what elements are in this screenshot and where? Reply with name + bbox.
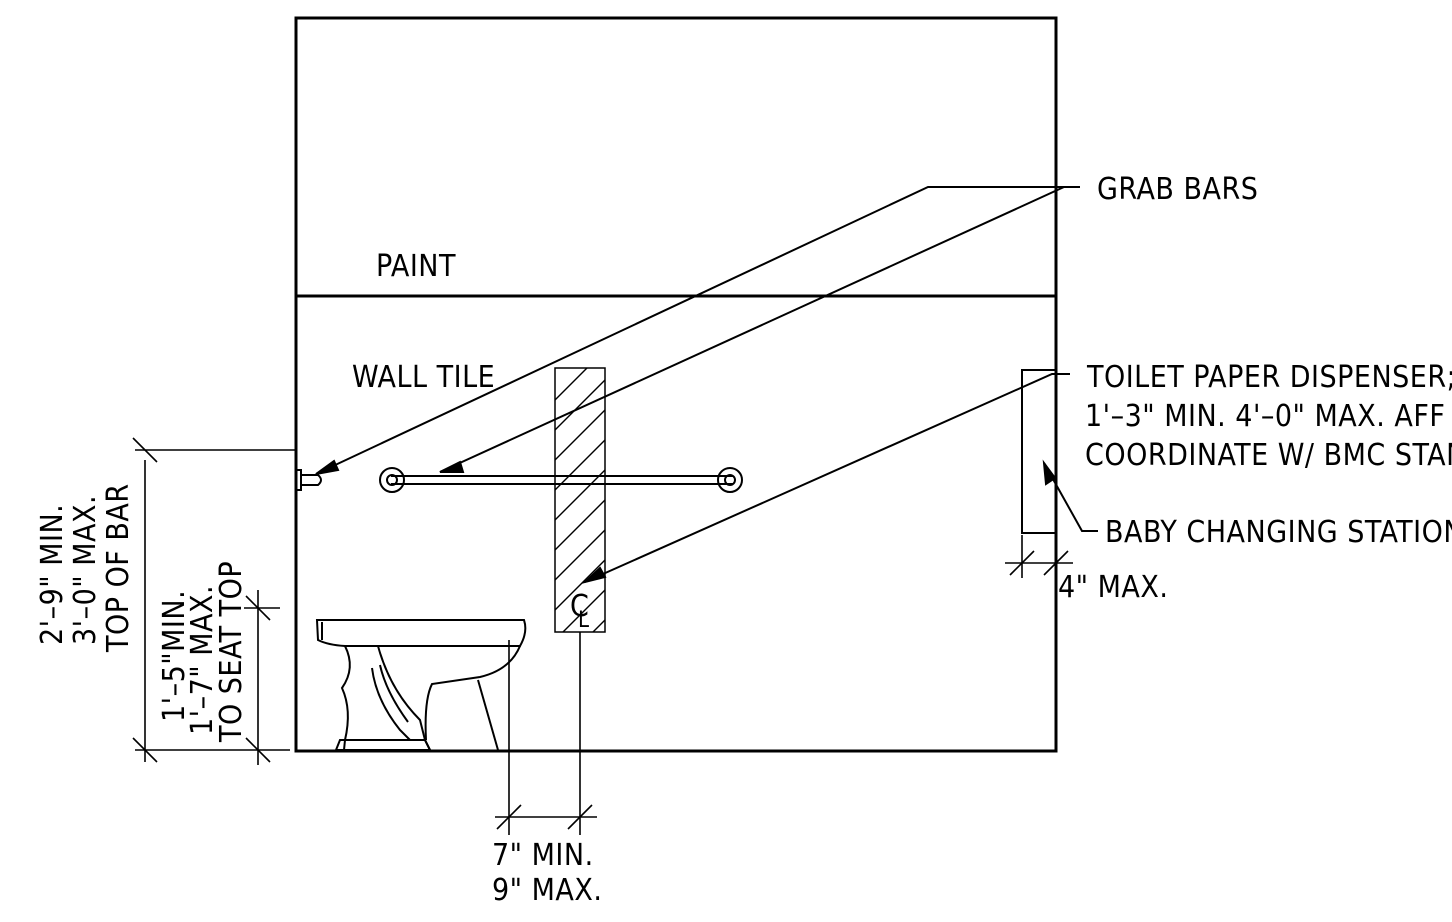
leader-lines <box>315 186 1098 584</box>
dimension-lines <box>132 437 1073 835</box>
bar-height-min: 2'–9" MIN. <box>35 504 70 645</box>
seat-height-min: 1'–5"MIN. <box>157 590 192 722</box>
centerline-symbol: C <box>570 589 589 624</box>
tp-dispenser-line1: TOILET PAPER DISPENSER; <box>1086 360 1452 395</box>
station-offset-max: 4" MAX. <box>1058 570 1168 605</box>
paint-label: PAINT <box>376 249 456 284</box>
tp-dispenser-line3: COORDINATE W/ BMC STANDARDS <box>1085 438 1452 473</box>
offset-max: 9" MAX. <box>492 873 602 908</box>
tp-dispenser-line2: 1'–3" MIN. 4'–0" MAX. AFF <box>1085 399 1445 434</box>
side-grab-bar-stub <box>295 469 322 491</box>
centerline-symbol-sub: L <box>578 608 590 633</box>
seat-height-max: 1'–7" MAX. <box>185 585 220 735</box>
bar-height-max: 3'–0" MAX. <box>68 495 103 645</box>
bar-height-ref: TOP OF BAR <box>101 483 136 653</box>
wall-tile-label: WALL TILE <box>352 360 495 395</box>
toilet-icon <box>315 619 527 751</box>
grab-bar <box>379 467 743 493</box>
baby-station-label: BABY CHANGING STATION <box>1105 515 1452 550</box>
baby-changing-station <box>1021 369 1057 534</box>
offset-min: 7" MIN. <box>492 838 594 873</box>
grab-bars-label: GRAB BARS <box>1097 172 1258 207</box>
seat-height-ref: TO SEAT TOP <box>214 561 249 743</box>
